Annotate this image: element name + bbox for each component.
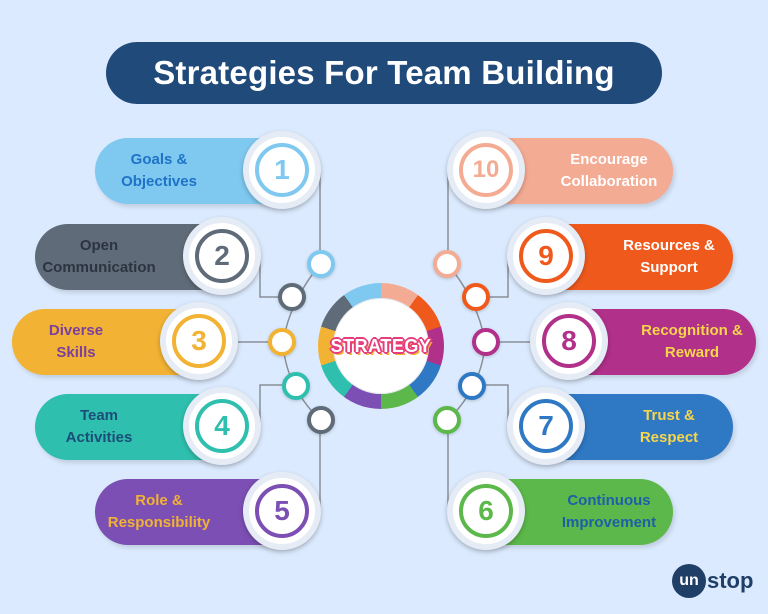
strategy-label: Team Activities [65, 407, 133, 446]
strategy-label: Goals & Objectives [121, 151, 197, 190]
strategy-label: Continuous Improvement [561, 492, 657, 531]
strategy-number-badge: 8 [530, 302, 608, 380]
strategy-number-badge: 10 [447, 131, 525, 209]
strategy-label: Trust & Respect [639, 407, 699, 446]
node-2 [278, 283, 306, 311]
node-9 [462, 283, 490, 311]
strategy-number: 6 [459, 484, 513, 538]
strategy-label: Recognition & Reward [641, 322, 743, 361]
logo-mark: un [672, 564, 706, 598]
strategy-6: 6 Continuous Improvement [447, 472, 673, 550]
page-title: Strategies For Team Building [153, 54, 615, 91]
strategy-number: 7 [519, 399, 573, 453]
node-4 [282, 372, 310, 400]
node-1 [307, 250, 335, 278]
strategy-number: 4 [195, 399, 249, 453]
strategy-number: 10 [459, 143, 513, 197]
strategy-number: 2 [195, 229, 249, 283]
strategy-7: 7 Trust & Respect [507, 387, 733, 465]
center-label: STRATEGY [330, 335, 432, 356]
strategy-number-badge: 1 [243, 131, 321, 209]
strategy-label: Diverse Skills [48, 322, 104, 361]
title-banner: Strategies For Team Building [106, 42, 662, 104]
strategy-number: 1 [255, 143, 309, 197]
strategy-number-badge: 6 [447, 472, 525, 550]
node-7 [458, 372, 486, 400]
unstop-logo: un stop [672, 564, 753, 598]
strategy-number-badge: 9 [507, 217, 585, 295]
strategy-number-badge: 7 [507, 387, 585, 465]
node-6 [433, 406, 461, 434]
node-8 [472, 328, 500, 356]
strategy-3: Diverse Skills 3 [12, 302, 238, 380]
node-5 [307, 406, 335, 434]
strategy-number: 3 [172, 314, 226, 368]
strategy-label: Open Communication [42, 237, 156, 276]
strategy-label: Resources & Support [623, 237, 715, 276]
strategy-number-badge: 5 [243, 472, 321, 550]
strategy-2: Open Communication 2 [35, 217, 261, 295]
strategy-1: Goals & Objectives 1 [95, 131, 321, 209]
strategy-label: Role & Responsibility [107, 492, 211, 531]
strategy-number: 8 [542, 314, 596, 368]
strategy-number-badge: 2 [183, 217, 261, 295]
strategy-label: Encourage Collaboration [560, 151, 658, 190]
center-hub: STRATEGY [330, 298, 432, 394]
node-10 [433, 250, 461, 278]
strategy-10: 10 Encourage Collaboration [447, 131, 673, 209]
strategy-5: Role & Responsibility 5 [95, 472, 321, 550]
strategy-8: 8 Recognition & Reward [530, 302, 756, 380]
node-3 [268, 328, 296, 356]
strategy-number: 9 [519, 229, 573, 283]
logo-text: stop [707, 568, 754, 593]
strategy-number-badge: 3 [160, 302, 238, 380]
strategy-number: 5 [255, 484, 309, 538]
strategy-number-badge: 4 [183, 387, 261, 465]
strategy-9: 9 Resources & Support [507, 217, 733, 295]
strategy-4: Team Activities 4 [35, 387, 261, 465]
